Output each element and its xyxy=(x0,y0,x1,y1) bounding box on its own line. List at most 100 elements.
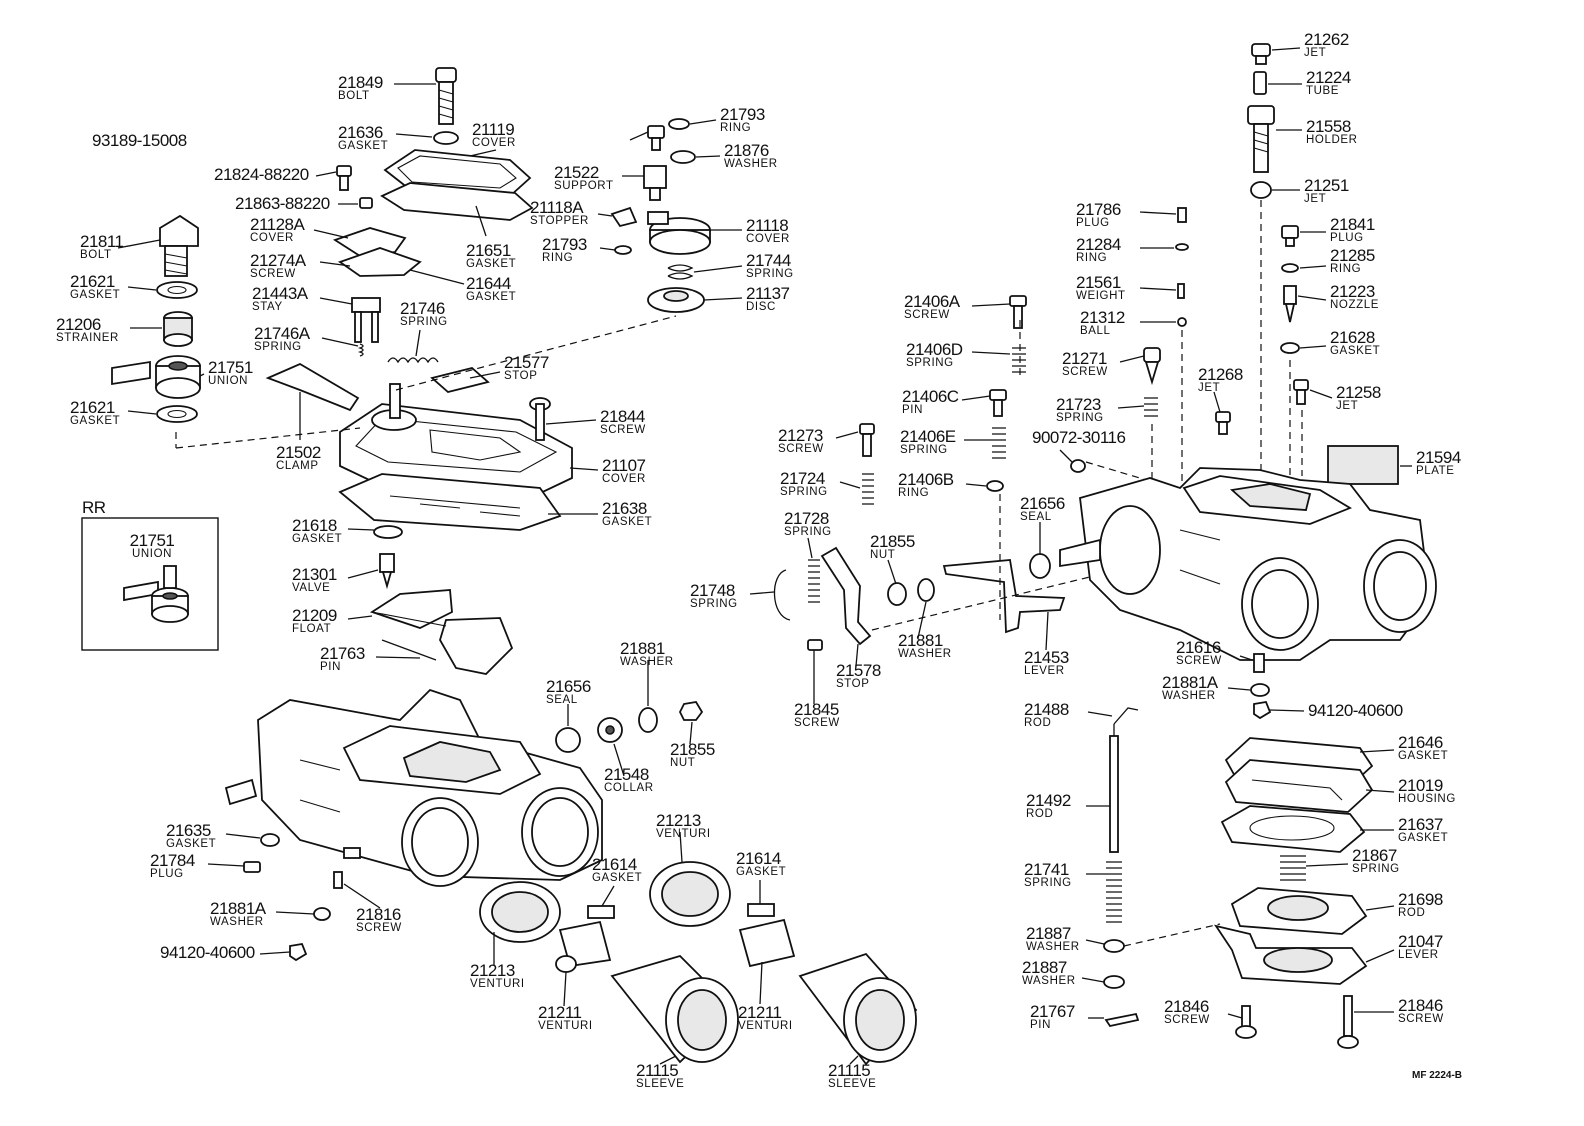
leader-line xyxy=(839,481,861,489)
part-name: WASHER xyxy=(1022,975,1076,987)
nut-21855-middle-part xyxy=(887,582,907,606)
part-number: 21577 xyxy=(504,353,549,372)
leader-line xyxy=(1227,687,1251,691)
leader-line xyxy=(1271,47,1301,51)
leader-line xyxy=(1085,939,1105,945)
part-name: ROD xyxy=(1026,808,1053,820)
part-number: 21223 xyxy=(1330,282,1375,301)
gasket-21635-part xyxy=(260,833,280,847)
screw-21846-right-part xyxy=(1337,995,1359,1049)
part-number: 21876 xyxy=(724,141,769,160)
cover-21107-part xyxy=(339,383,573,499)
part-number: 21614 xyxy=(736,849,781,868)
part-name: JET xyxy=(1304,193,1326,205)
leader-line xyxy=(749,591,775,595)
part-number: 21811 xyxy=(80,232,124,251)
spring-21741-part xyxy=(1106,861,1122,923)
part-name: GASKET xyxy=(338,140,388,152)
part-number: 21763 xyxy=(320,644,365,663)
part-name: BALL xyxy=(1080,325,1111,337)
part-name: HOLDER xyxy=(1306,134,1358,146)
part-name: VENTURI xyxy=(738,1020,793,1032)
part-number: 21651 xyxy=(466,241,511,260)
part-number: 21047 xyxy=(1398,932,1443,951)
part-name: PIN xyxy=(320,661,341,673)
carburetor-body-right-part xyxy=(1059,467,1437,661)
part-number: 21867 xyxy=(1352,846,1397,865)
part-name: SCREW xyxy=(250,268,296,280)
part-name: STOP xyxy=(504,370,538,382)
part-name: COVER xyxy=(746,233,790,245)
part-name: CLAMP xyxy=(276,460,319,472)
part-number: 21578 xyxy=(836,661,881,680)
leader-line xyxy=(127,286,157,291)
screw-21845-part xyxy=(807,639,823,651)
leader-line xyxy=(1239,655,1253,661)
washer-21881-left-part xyxy=(638,707,658,733)
part-number: 21443A xyxy=(252,284,309,303)
leader-line xyxy=(629,131,649,141)
part-number: 21621 xyxy=(70,272,115,291)
rr-union-number: 21751 xyxy=(130,531,175,550)
part-name: FLOAT xyxy=(292,623,331,635)
seal-21656-left-part xyxy=(555,727,581,753)
part-name: PLUG xyxy=(1330,232,1364,244)
part-name: WASHER xyxy=(898,648,952,660)
part-name: GASKET xyxy=(466,258,516,270)
ring-21406b-part xyxy=(986,480,1004,492)
leader-line xyxy=(563,971,567,1007)
nut-94120-left-part xyxy=(289,942,308,962)
leader-line xyxy=(409,269,465,285)
part-number: 21793 xyxy=(542,235,587,254)
gasket-21628-part xyxy=(1280,342,1300,354)
leader-line xyxy=(347,528,375,531)
screw-21846-left-part xyxy=(1235,1005,1257,1039)
part-number: 21128A xyxy=(250,215,306,234)
part-number: 21824-88220 xyxy=(214,165,309,184)
part-number: 21268 xyxy=(1198,365,1243,384)
part-number: 21887 xyxy=(1026,924,1071,943)
part-name: BOLT xyxy=(338,90,370,102)
part-name: WASHER xyxy=(210,916,264,928)
rod-21698-part xyxy=(1230,887,1368,935)
part-name: NOZZLE xyxy=(1330,299,1379,311)
leader-line xyxy=(347,615,373,620)
spring-21867-part xyxy=(1280,855,1306,881)
part-number: 21621 xyxy=(70,398,115,417)
part-number: 21488 xyxy=(1024,700,1069,719)
part-name: SCREW xyxy=(1164,1014,1210,1026)
strainer-21206-part xyxy=(163,311,193,347)
part-number: 21793 xyxy=(720,105,765,124)
callout-94120-40600: 94120-40600 xyxy=(160,943,291,962)
part-number: 21206 xyxy=(56,315,101,334)
jet-21262-part xyxy=(1251,43,1271,65)
part-name: RING xyxy=(720,122,751,134)
part-name: WASHER xyxy=(1026,941,1080,953)
part-number: 21646 xyxy=(1398,733,1443,752)
